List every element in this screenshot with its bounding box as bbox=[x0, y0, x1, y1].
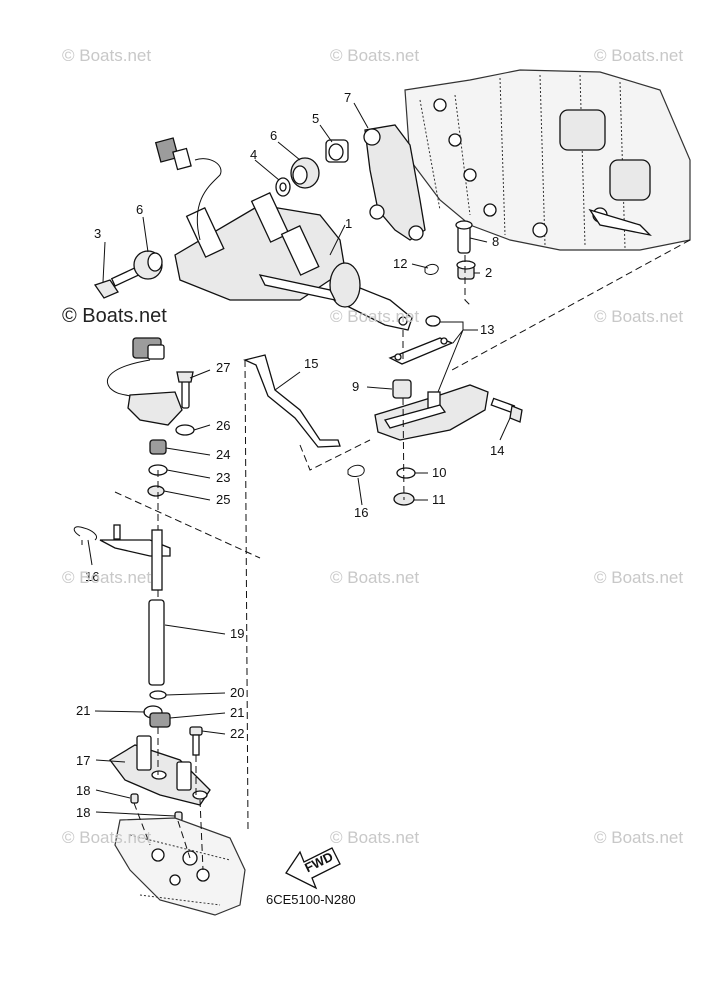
callout-18-upper: 18 bbox=[76, 783, 90, 798]
link-rod-15 bbox=[243, 354, 341, 448]
washer-10 bbox=[396, 467, 416, 479]
callout-2: 2 bbox=[485, 265, 492, 280]
callout-11: 11 bbox=[432, 492, 446, 507]
callout-labels: 1 2 3 4 5 6 6 7 8 9 10 11 12 13 14 15 16… bbox=[76, 90, 504, 820]
callout-23: 23 bbox=[216, 470, 230, 485]
collar-2 bbox=[456, 260, 476, 280]
collar-5 bbox=[325, 139, 349, 163]
shift-shaft-lever bbox=[73, 524, 171, 591]
bolt-14 bbox=[490, 397, 523, 423]
callout-16-right: 16 bbox=[354, 505, 368, 520]
callout-17: 17 bbox=[76, 753, 90, 768]
oring-20 bbox=[149, 690, 167, 700]
callout-18-lower: 18 bbox=[76, 805, 90, 820]
watermark: © Boats.net bbox=[62, 568, 151, 587]
bushing-6-left bbox=[133, 250, 163, 280]
assembly-lines bbox=[81, 239, 691, 871]
callout-10: 10 bbox=[432, 465, 446, 480]
callout-8: 8 bbox=[492, 234, 499, 249]
shaft-19 bbox=[148, 599, 165, 686]
watermark: © Boats.net bbox=[330, 828, 419, 847]
callout-12: 12 bbox=[393, 256, 407, 271]
callout-6-left: 6 bbox=[136, 202, 143, 217]
lower-casing bbox=[114, 817, 246, 916]
callout-7: 7 bbox=[344, 90, 351, 105]
diagram-code: 6CE5100-N280 bbox=[266, 892, 356, 907]
callout-19: 19 bbox=[230, 626, 244, 641]
callout-26: 26 bbox=[216, 418, 230, 433]
bracket-17 bbox=[109, 735, 211, 806]
shift-rod-assembly bbox=[154, 137, 413, 331]
leader-lines bbox=[87, 102, 511, 817]
callout-14: 14 bbox=[490, 443, 504, 458]
clip-16-right bbox=[347, 464, 365, 477]
collar-24 bbox=[149, 439, 167, 455]
shift-lever bbox=[374, 384, 489, 441]
callout-5: 5 bbox=[312, 111, 319, 126]
fwd-arrow-icon: FWD bbox=[285, 847, 341, 890]
shift-sensor bbox=[107, 337, 195, 436]
watermark-strong: © Boats.net bbox=[62, 305, 167, 327]
watermark: © Boats.net bbox=[330, 307, 419, 326]
clip-12 bbox=[424, 263, 439, 275]
watermarks: © Boats.net © Boats.net © Boats.net © Bo… bbox=[62, 46, 683, 847]
callout-24: 24 bbox=[216, 447, 230, 462]
watermark: © Boats.net bbox=[330, 568, 419, 587]
callout-25: 25 bbox=[216, 492, 230, 507]
callout-27: 27 bbox=[216, 360, 230, 375]
callout-21-right: 21 bbox=[230, 705, 244, 720]
callout-13: 13 bbox=[480, 322, 494, 337]
callout-3: 3 bbox=[94, 226, 101, 241]
callout-6-right: 6 bbox=[270, 128, 277, 143]
watermark: © Boats.net bbox=[594, 828, 683, 847]
bushing-6-right bbox=[290, 157, 320, 189]
callout-15: 15 bbox=[304, 356, 318, 371]
watermark: © Boats.net bbox=[62, 46, 151, 65]
callout-22: 22 bbox=[230, 726, 244, 741]
callout-16-left: 16 bbox=[85, 569, 99, 584]
watermark: © Boats.net bbox=[594, 46, 683, 65]
pin-8 bbox=[455, 220, 473, 254]
callout-9: 9 bbox=[352, 379, 359, 394]
clip-25 bbox=[147, 485, 165, 497]
bracket-7 bbox=[363, 124, 426, 241]
callout-21-left: 21 bbox=[76, 703, 90, 718]
watermark: © Boats.net bbox=[330, 46, 419, 65]
washer-4 bbox=[275, 177, 291, 197]
clip-13 bbox=[425, 315, 441, 327]
bushing-21 bbox=[143, 705, 171, 728]
watermark: © Boats.net bbox=[594, 568, 683, 587]
engine-block bbox=[404, 69, 691, 251]
watermark: © Boats.net bbox=[594, 307, 683, 326]
pin-18a bbox=[130, 793, 139, 804]
callout-20: 20 bbox=[230, 685, 244, 700]
link-13 bbox=[388, 337, 454, 365]
watermark: © Boats.net bbox=[62, 828, 151, 847]
collar-9 bbox=[392, 379, 412, 399]
callout-1: 1 bbox=[345, 216, 352, 231]
callout-4: 4 bbox=[250, 147, 257, 162]
bolt-22 bbox=[189, 726, 203, 756]
